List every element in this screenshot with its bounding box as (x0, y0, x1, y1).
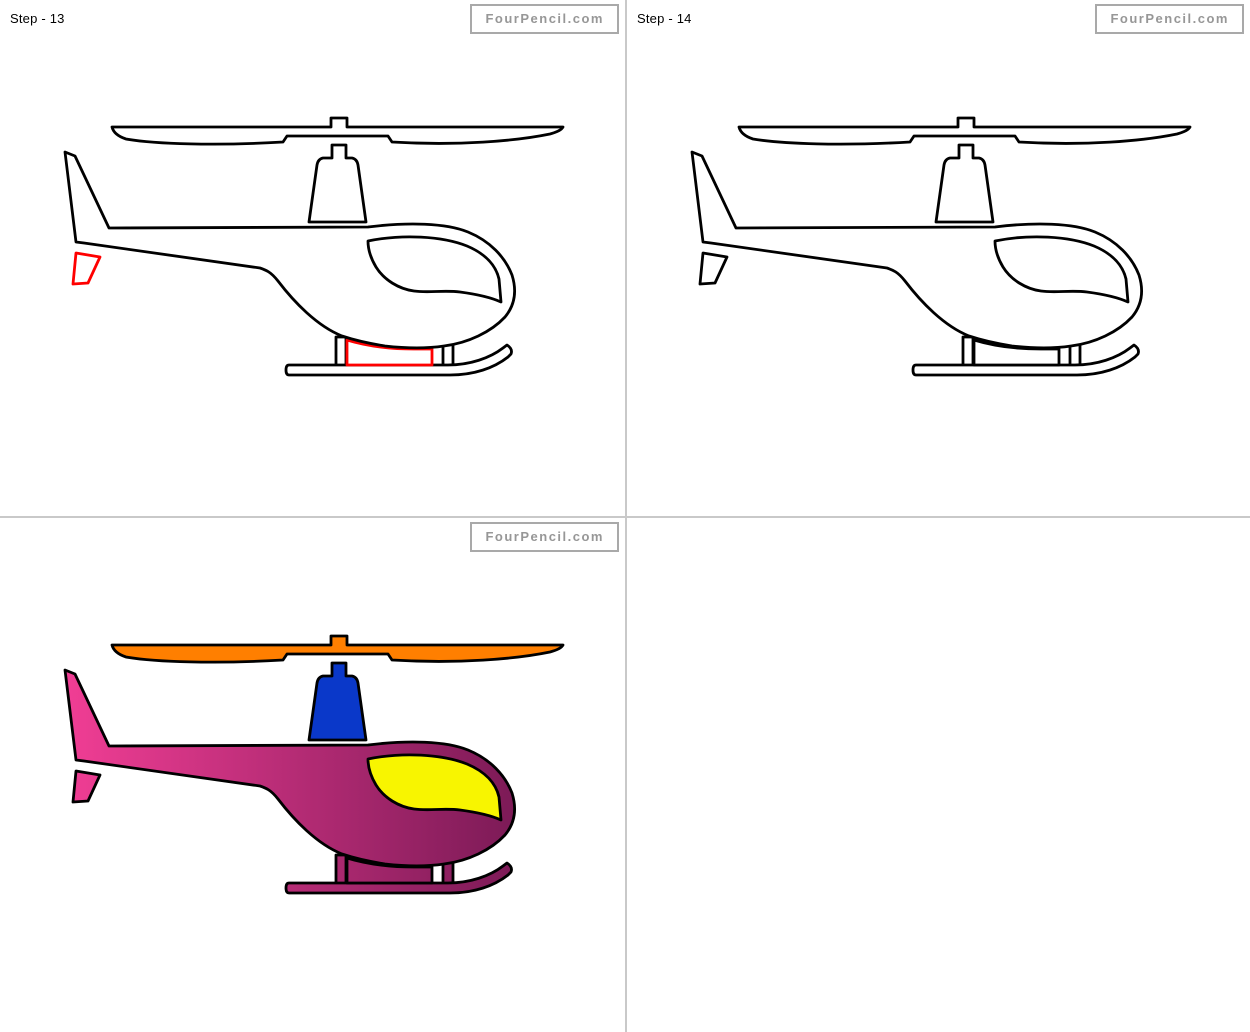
rotor-mast (934, 143, 995, 224)
helicopter-drawing-step-14 (690, 116, 1192, 377)
panel-empty (627, 518, 1250, 1032)
fourpencil-watermark-text: FourPencil.com (1110, 11, 1229, 26)
main-rotor-blade (110, 116, 565, 146)
panel-final-colored: FourPencil.com (0, 518, 625, 1032)
helicopter-drawing-colored (63, 634, 565, 895)
fourpencil-watermark-text: FourPencil.com (485, 11, 604, 26)
skid-strut-rear (961, 335, 975, 368)
main-rotor-blade (110, 634, 565, 664)
fourpencil-watermark: FourPencil.com (1095, 4, 1244, 34)
skid-strut-rear (334, 853, 348, 886)
fourpencil-watermark: FourPencil.com (470, 4, 619, 34)
tail-fin-new-step (71, 251, 102, 286)
panel-step-13: Step - 13 FourPencil.com (0, 0, 625, 516)
fourpencil-watermark-text: FourPencil.com (485, 529, 604, 544)
rotor-mast (307, 661, 368, 742)
grid-divider-horizontal (0, 516, 1250, 518)
rotor-mast (307, 143, 368, 224)
step-13-label: Step - 13 (10, 11, 65, 26)
tail-fin (71, 769, 102, 804)
main-rotor-blade (737, 116, 1192, 146)
skid-strut-rear (334, 335, 348, 368)
step-14-label: Step - 14 (637, 11, 692, 26)
fourpencil-watermark: FourPencil.com (470, 522, 619, 552)
panel-step-14: Step - 14 FourPencil.com (627, 0, 1250, 516)
helicopter-drawing-step-13 (63, 116, 565, 377)
tail-fin (698, 251, 729, 286)
